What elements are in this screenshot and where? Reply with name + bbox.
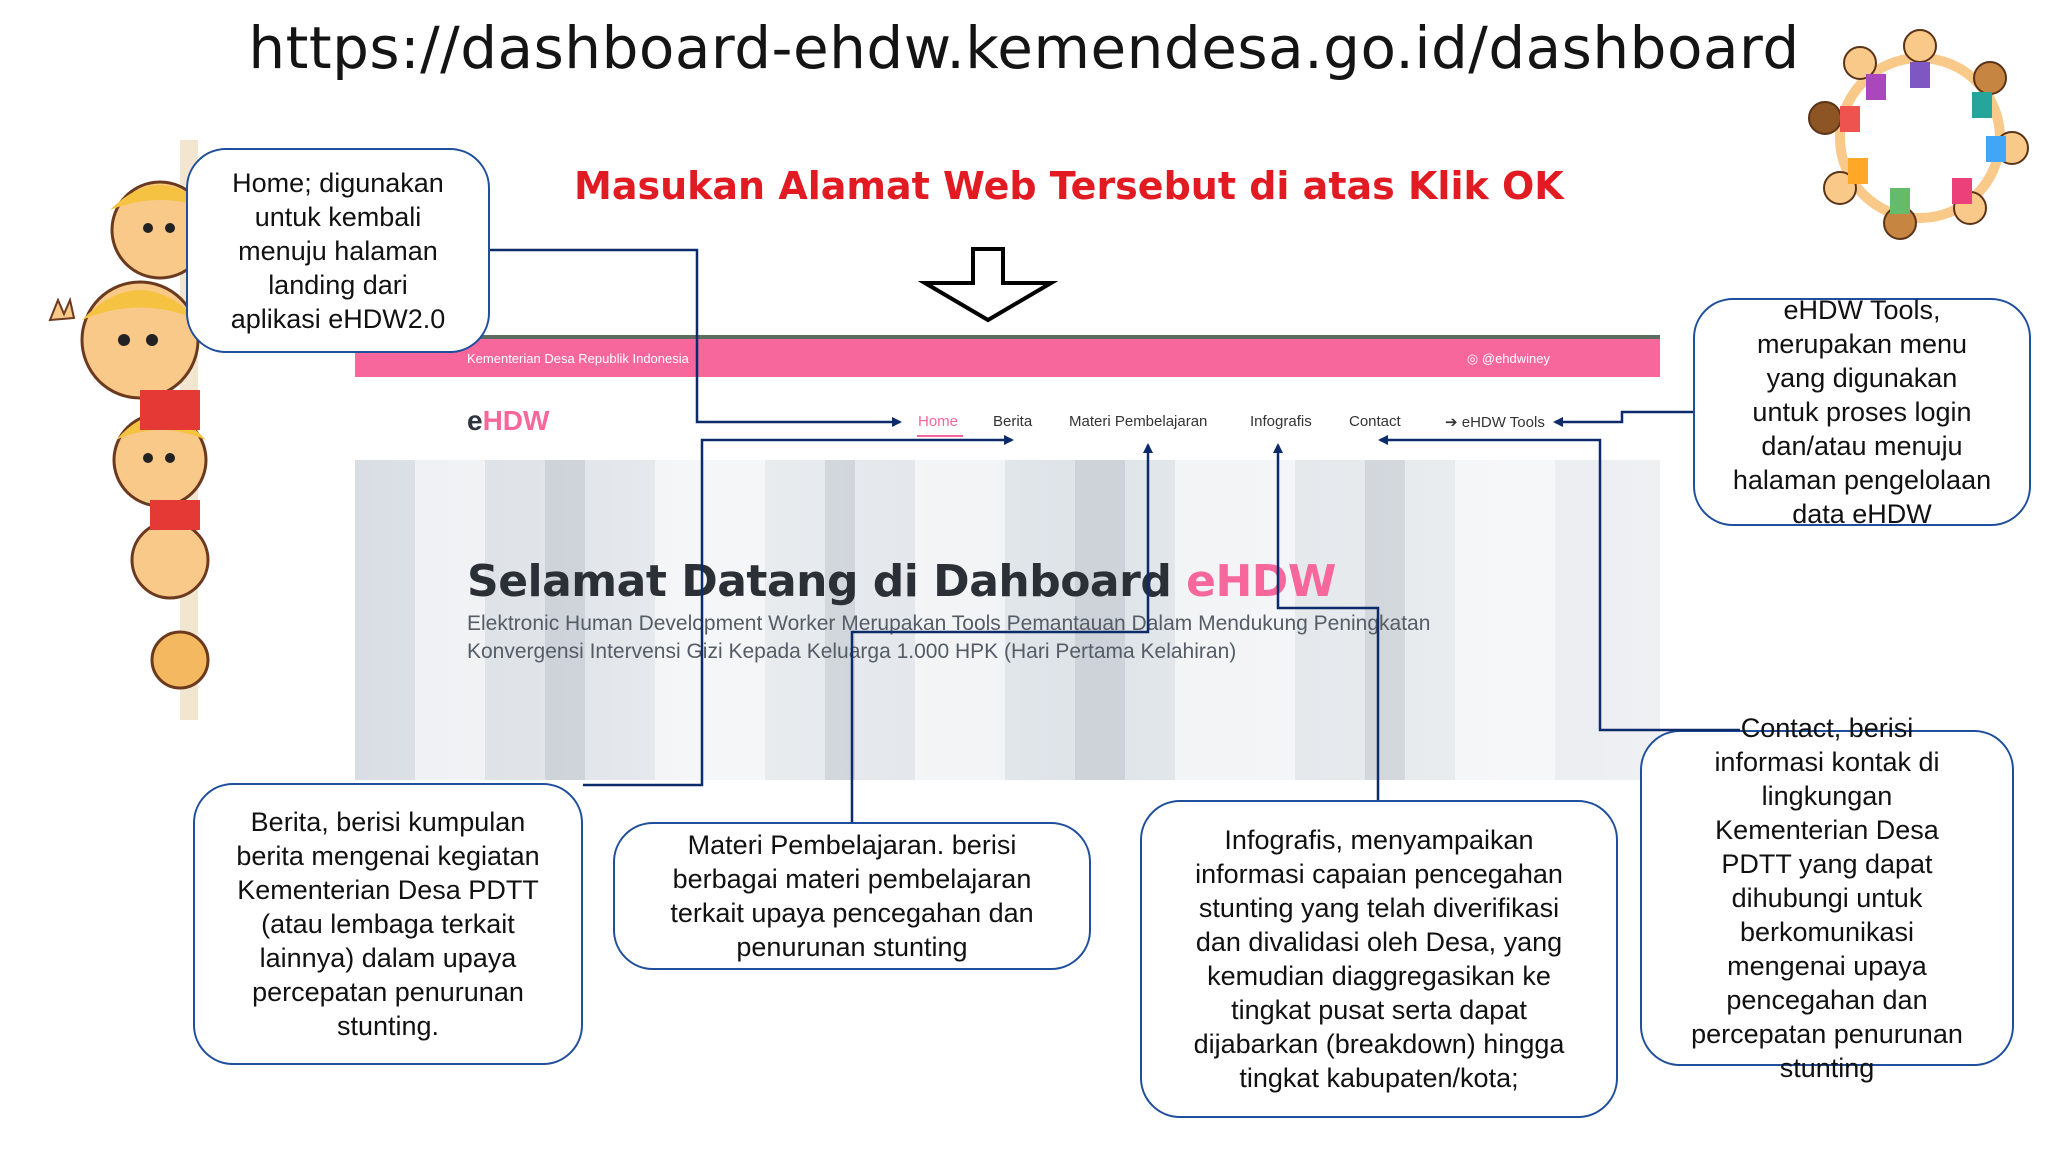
nav-contact[interactable]: Contact bbox=[1349, 413, 1401, 430]
arrow-berita bbox=[583, 435, 1014, 787]
website-screenshot: Kementerian Desa Republik Indonesia ◎ @e… bbox=[355, 335, 1660, 780]
down-arrow-icon bbox=[918, 247, 1058, 323]
callout-materi: Materi Pembelajaran. berisi berbagai mat… bbox=[613, 822, 1091, 970]
site-org-name: Kementerian Desa Republik Indonesia bbox=[467, 351, 689, 366]
hero-title-text: Selamat Datang di Dahboard bbox=[467, 556, 1187, 607]
nav-berita[interactable]: Berita bbox=[993, 413, 1033, 430]
hero-subtitle: Elektronic Human Development Worker Meru… bbox=[467, 612, 1431, 663]
callout-ehdw-tools: eHDW Tools, merupakan menu yang digunaka… bbox=[1693, 295, 2031, 529]
hero-title: Selamat Datang di Dahboard eHDW bbox=[467, 556, 1336, 607]
callout-infografis: Infografis, menyampaikan informasi capai… bbox=[1140, 800, 1618, 1118]
arrow-ehdw-tools bbox=[1553, 410, 1693, 427]
arrow-contact bbox=[1378, 435, 1740, 732]
arrow-materi bbox=[850, 443, 1153, 822]
nav-ehdw-tools[interactable]: ➔ eHDW Tools bbox=[1445, 414, 1545, 431]
instruction-text: Masukan Alamat Web Tersebut di atas Klik… bbox=[574, 164, 1564, 208]
social-handle-text: @ehdwiney bbox=[1481, 351, 1550, 366]
url-heading: https://dashboard-ehdw.kemendesa.go.id/d… bbox=[248, 14, 1800, 82]
hero-title-highlight: eHDW bbox=[1186, 556, 1336, 607]
nav-materi-pembelajaran[interactable]: Materi Pembelajaran bbox=[1069, 413, 1208, 430]
nav-infografis[interactable]: Infografis bbox=[1250, 413, 1312, 430]
arrow-home bbox=[490, 248, 902, 427]
nav-home-underline bbox=[917, 435, 963, 437]
site-social-handle[interactable]: ◎ @ehdwiney bbox=[1467, 351, 1550, 367]
site-topbar: Kementerian Desa Republik Indonesia ◎ @e… bbox=[355, 335, 1660, 377]
children-circle-illustration bbox=[1808, 29, 2029, 240]
nav-home[interactable]: Home bbox=[918, 413, 959, 430]
callout-berita: Berita, berisi kumpulan berita mengenai … bbox=[193, 783, 583, 1065]
callout-home: Home; digunakan untuk kembali menuju hal… bbox=[186, 148, 490, 353]
logo-hdw: HDW bbox=[482, 405, 550, 436]
arrow-infografis bbox=[1273, 443, 1380, 800]
peeking-kids-illustration bbox=[48, 140, 210, 720]
site-logo[interactable]: eHDW bbox=[467, 405, 549, 437]
hero-banner: Selamat Datang di Dahboard eHDW Elektron… bbox=[355, 460, 1660, 780]
instagram-icon: ◎ bbox=[1466, 351, 1482, 366]
logo-e: e bbox=[467, 405, 483, 436]
